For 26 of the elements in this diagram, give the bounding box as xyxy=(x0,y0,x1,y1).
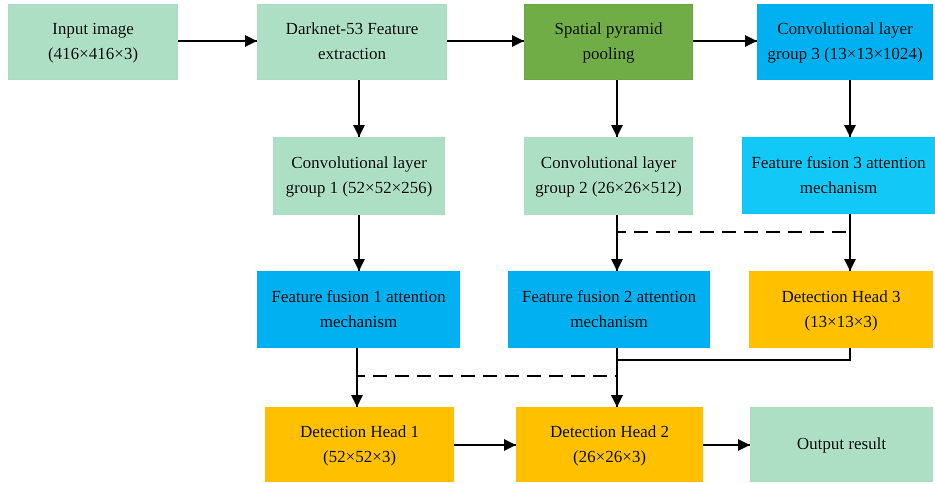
arrow xyxy=(844,80,856,137)
arrow xyxy=(178,35,257,47)
arrow xyxy=(353,215,365,271)
dashed-connector xyxy=(356,348,618,407)
arrow xyxy=(353,80,365,137)
arrow xyxy=(693,35,757,47)
dashed-connector xyxy=(616,214,851,271)
arrow xyxy=(454,439,516,451)
input-box: Input image (416×416×3) xyxy=(8,4,178,80)
arrow xyxy=(611,80,623,137)
process-box: Spatial pyramid pooling xyxy=(524,4,693,80)
arrow xyxy=(447,35,524,47)
layer-box: Convolutional layer group 1 (52×52×256) xyxy=(273,137,445,215)
fusion-box: Feature fusion 2 attention mechanism xyxy=(508,271,710,348)
arrow xyxy=(611,348,851,407)
layer-box: Convolutional layer group 2 (26×26×512) xyxy=(524,137,693,215)
process-box: Darknet-53 Feature extraction xyxy=(257,4,447,80)
arrow xyxy=(611,215,623,271)
detection-head-box: Detection Head 2 (26×26×3) xyxy=(516,407,703,482)
arrow xyxy=(703,439,750,451)
layer-box: Convolutional layer group 3 (13×13×1024) xyxy=(757,4,933,80)
output-box: Output result xyxy=(750,407,933,482)
detection-head-box: Detection Head 1 (52×52×3) xyxy=(265,407,454,482)
detection-head-box: Detection Head 3 (13×13×3) xyxy=(749,271,933,348)
fusion-box: Feature fusion 3 attention mechanism xyxy=(742,137,935,214)
fusion-box: Feature fusion 1 attention mechanism xyxy=(257,271,460,348)
